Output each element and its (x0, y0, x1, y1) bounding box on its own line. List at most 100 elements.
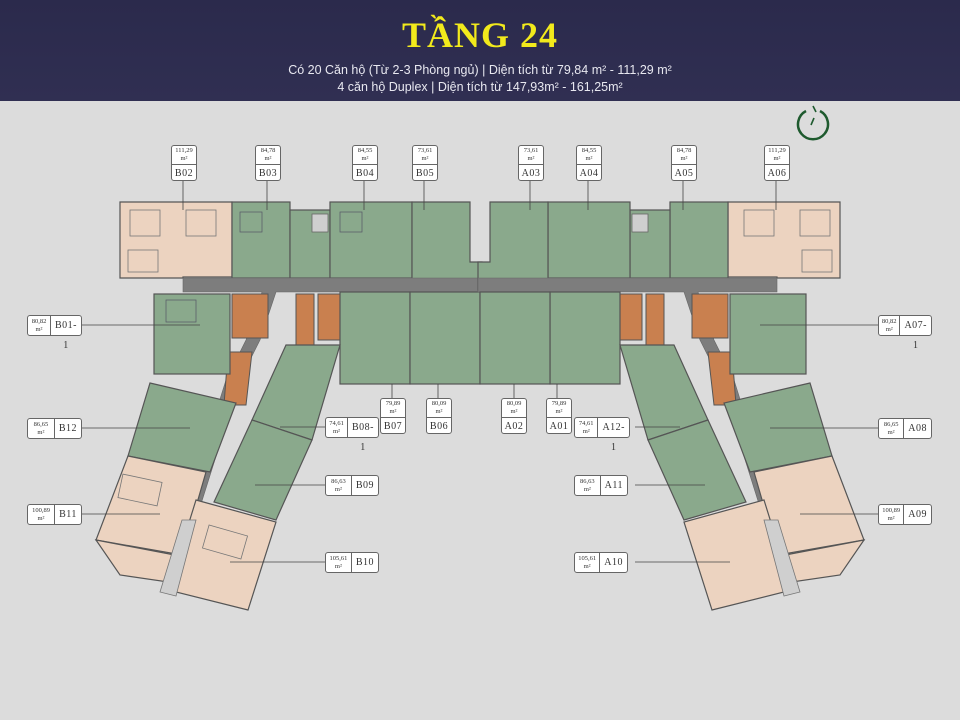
lift-void (311, 213, 329, 233)
floor-plan (82, 180, 878, 611)
unit-code: B02 (174, 168, 194, 179)
unit-B02-shape[interactable] (119, 201, 233, 279)
void-left (159, 519, 197, 597)
unit-code: B01-1 (55, 320, 77, 351)
unit-A05-shape[interactable] (669, 201, 729, 279)
north-compass-icon (796, 105, 830, 141)
unit-code: A09 (908, 509, 927, 520)
leader-lines (82, 180, 878, 563)
unit-code: A06 (767, 168, 787, 179)
floor-summary-apartments: Có 20 Căn hộ (Từ 2-3 Phòng ngủ) | Diện t… (288, 63, 672, 77)
unit-B07-shape[interactable] (339, 291, 411, 385)
unit-code: B06 (429, 421, 449, 432)
core-stair-left-4 (223, 351, 253, 406)
unit-code: B08-1 (352, 422, 374, 453)
unit-code: A02 (504, 421, 524, 432)
unit-B12-shape[interactable] (127, 382, 237, 473)
unit-code: B03 (258, 168, 278, 179)
unit-A08-shape[interactable] (723, 382, 833, 473)
unit-B04-shape[interactable] (329, 201, 413, 279)
floor-summary-duplex: 4 căn hộ Duplex | Diện tích từ 147,93m² … (337, 80, 623, 94)
header-banner: TẦNG 24 Có 20 Căn hộ (Từ 2-3 Phòng ngủ) … (0, 0, 960, 101)
unit-A07-1-shape[interactable] (729, 293, 807, 375)
unit-A11-shape[interactable] (647, 419, 747, 521)
unit-code: B12 (58, 423, 77, 434)
unit-code: A12-1 (602, 422, 625, 453)
unit-code: B09 (355, 480, 374, 491)
unit-code: A08 (908, 423, 927, 434)
unit-code: B05 (415, 168, 435, 179)
unit-B09-shape[interactable] (213, 419, 313, 521)
unit-A03-shape[interactable] (477, 201, 549, 291)
unit-code: B04 (355, 168, 375, 179)
unit-code: A01 (549, 421, 569, 432)
unit-code: A05 (674, 168, 694, 179)
unit-B01-1-shape[interactable] (153, 293, 231, 375)
unit-A02-shape[interactable] (479, 291, 551, 385)
core-stair-left-2 (295, 293, 315, 351)
floor-title: TẦNG 24 (401, 15, 558, 55)
unit-code: A07-1 (904, 320, 927, 351)
unit-B03-shape[interactable] (231, 201, 291, 279)
unit-code: B07 (383, 421, 403, 432)
unit-code: A11 (604, 480, 623, 491)
unit-A06-shape[interactable] (727, 201, 841, 279)
unit-A01-shape[interactable] (549, 291, 621, 385)
core-stair-left-1 (231, 293, 269, 339)
unit-B06-shape[interactable] (409, 291, 481, 385)
unit-B05-shape[interactable] (411, 201, 483, 291)
unit-code: A04 (579, 168, 599, 179)
unit-code: A03 (521, 168, 541, 179)
unit-A04-shape[interactable] (547, 201, 631, 279)
unit-code: A10 (604, 557, 623, 568)
unit-code: B10 (355, 557, 374, 568)
